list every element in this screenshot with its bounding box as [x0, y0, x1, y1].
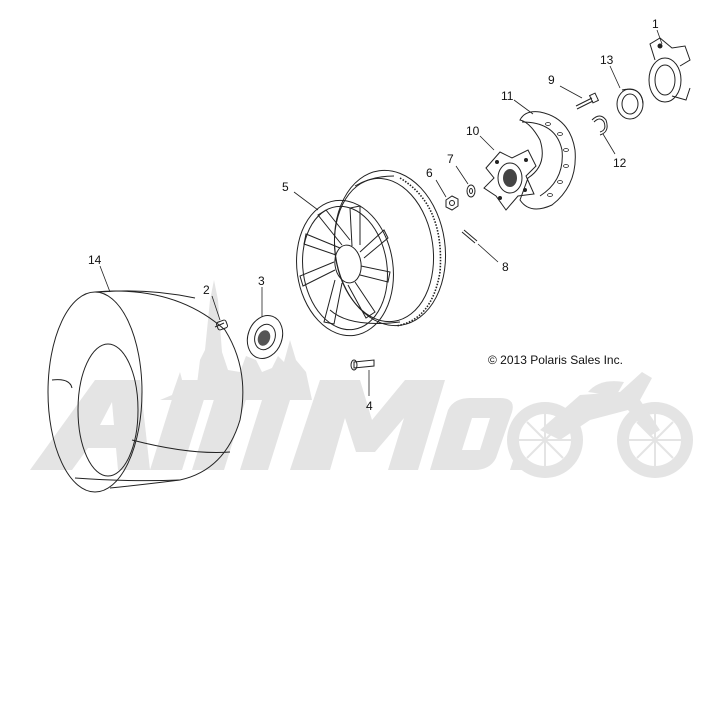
callout-5: 5: [282, 180, 289, 194]
watermark: [30, 280, 693, 478]
hub-bolt: [575, 92, 600, 110]
callouts: 1 2 3 4 5 6 7 8 9 10 11 12 13 14: [88, 17, 659, 413]
wheel-bearing: [616, 88, 644, 120]
callout-4: 4: [366, 399, 373, 413]
lug-pin: [350, 359, 375, 371]
callout-13: 13: [600, 53, 614, 67]
callout-11: 11: [501, 89, 514, 103]
valve-stem: [214, 319, 229, 331]
callout-7: 7: [447, 152, 454, 166]
copyright-notice: © 2013 Polaris Sales Inc.: [488, 353, 623, 367]
callout-10: 10: [466, 124, 480, 138]
callout-8: 8: [502, 260, 509, 274]
brake-disc: [519, 111, 576, 210]
leader-lines: [99, 29, 663, 396]
washer: [466, 184, 476, 198]
callout-6: 6: [426, 166, 433, 180]
bearing-carrier: [648, 37, 691, 103]
callout-3: 3: [258, 274, 265, 288]
wheel-rim: [296, 169, 447, 337]
callout-1: 1: [652, 17, 659, 31]
callout-2: 2: [203, 283, 210, 297]
callout-9: 9: [548, 73, 555, 87]
lug-nut: [445, 195, 459, 211]
wheel-hub: [483, 149, 537, 211]
center-cap: [246, 315, 284, 359]
callout-12: 12: [613, 156, 627, 170]
cotter-pin: [461, 229, 478, 244]
tire: [47, 290, 244, 493]
snap-ring: [591, 115, 608, 136]
callout-14: 14: [88, 253, 102, 267]
